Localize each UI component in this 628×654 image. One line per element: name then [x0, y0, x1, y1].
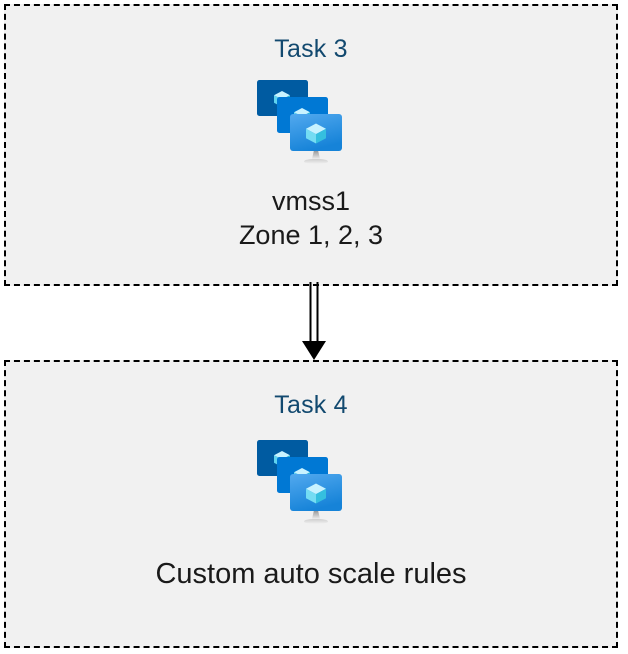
task-box-task4[interactable]: Task 4: [4, 360, 618, 648]
vm-scale-set-icon: [256, 436, 366, 528]
task-box-task3[interactable]: Task 3: [4, 4, 618, 286]
task-heading-task4: Task 4: [274, 391, 348, 419]
task3-labels: vmss1 Zone 1, 2, 3: [239, 184, 383, 252]
connector-arrow-task3-to-task4: [292, 282, 336, 362]
task4-labels: Custom auto scale rules: [155, 556, 466, 592]
task3-label-zones: Zone 1, 2, 3: [238, 220, 384, 250]
task-heading-task3: Task 3: [274, 35, 348, 63]
vm-scale-set-icon: [256, 76, 366, 168]
task3-label-name: vmss1: [271, 186, 350, 216]
task4-label-rules: Custom auto scale rules: [155, 558, 467, 590]
